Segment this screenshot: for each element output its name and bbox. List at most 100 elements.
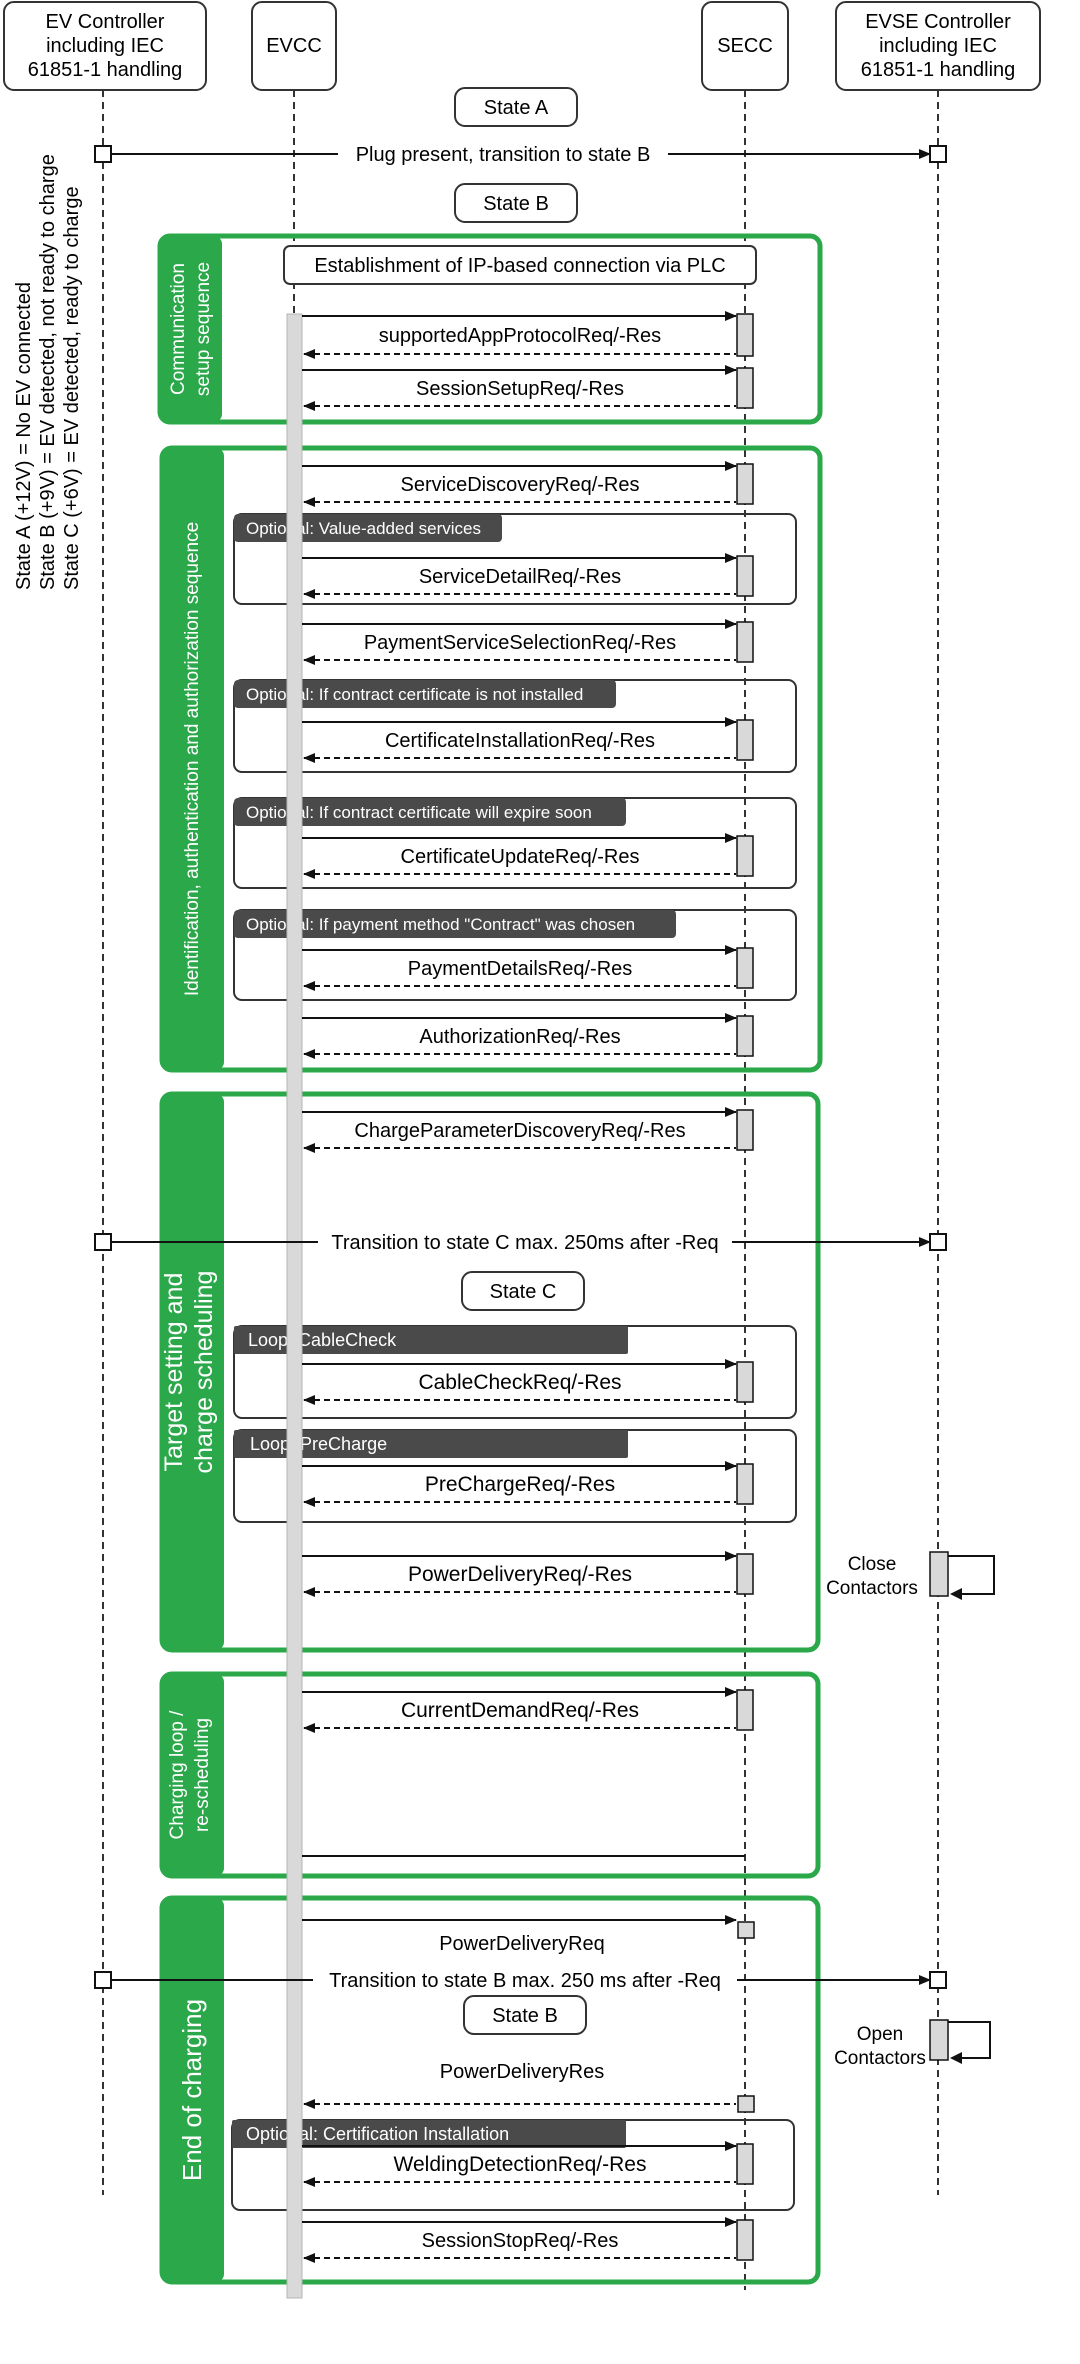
message-label: PaymentDetailsReq/-Res xyxy=(408,958,633,980)
message-label: PowerDeliveryReq xyxy=(439,1933,605,1955)
secc-activation xyxy=(736,313,754,357)
actor-secc-label: SECC xyxy=(717,35,773,57)
secc-activation xyxy=(736,555,754,597)
state-legend-b: State B (+9V) = EV detected, not ready t… xyxy=(37,154,59,590)
state-c-pill: State C xyxy=(461,1271,585,1311)
message-power-delivery: PowerDeliveryReq/-Res xyxy=(302,1551,754,1597)
evcc-activation-bar xyxy=(286,313,303,2299)
state-legend-c: State C (+6V) = EV detected, ready to ch… xyxy=(61,186,83,590)
state-legend-a: State A (+12V) = No EV connected xyxy=(13,282,35,590)
transition-to-state-b-label: Transition to state B max. 250 ms after … xyxy=(329,1970,721,1992)
message-service-discovery: ServiceDiscoveryReq/-Res xyxy=(302,461,754,507)
actor-evse-controller-line-1: EVSE Controller xyxy=(865,11,1011,33)
secc-activation xyxy=(736,463,754,505)
phase-communication: Communication setup sequence xyxy=(157,233,823,425)
phase-communication-label-2: setup sequence xyxy=(193,262,214,396)
secc-activation xyxy=(736,835,754,877)
state-c-label: State C xyxy=(490,1281,557,1303)
message-cert-update: CertificateUpdateReq/-Res xyxy=(302,833,754,879)
actor-evcc-label: EVCC xyxy=(266,35,322,57)
actor-evse-controller: EVSE Controller including IEC 61851-1 ha… xyxy=(835,1,1041,91)
frame-cert-not-installed: Optional: If contract certificate is not… xyxy=(233,679,797,773)
actor-secc: SECC xyxy=(701,1,789,91)
frame-cert-installation-label: Optional: Certification Installation xyxy=(246,2124,509,2144)
secc-activation xyxy=(737,1921,755,1939)
message-cert-install: CertificateInstallationReq/-Res xyxy=(302,717,754,763)
message-label: ChargeParameterDiscoveryReq/-Res xyxy=(354,1120,685,1142)
message-precharge: PreChargeReq/-Res xyxy=(302,1461,754,1507)
message-session-setup: SessionSetupReq/-Res xyxy=(302,365,754,411)
frame-payment-contract-label: Optional: If payment method "Contract" w… xyxy=(246,915,635,934)
frame-payment-contract: Optional: If payment method "Contract" w… xyxy=(233,909,797,1001)
secc-activation xyxy=(736,2143,754,2185)
message-supported-app: supportedAppProtocolReq/-Res xyxy=(302,311,754,359)
close-contactors-call: Close Contactors xyxy=(826,1551,995,1600)
frame-cert-expire-label: Optional: If contract certificate will e… xyxy=(246,803,592,822)
close-contactors-label-1: Close xyxy=(848,1554,897,1575)
close-contactors-label-2: Contactors xyxy=(826,1578,918,1599)
frame-loop-cablecheck: Loop: CableCheck xyxy=(233,1325,797,1419)
plc-connection-label: Establishment of IP-based connection via… xyxy=(314,255,725,277)
message-label: WeldingDetectionReq/-Res xyxy=(394,2153,647,2176)
message-label: PowerDeliveryRes xyxy=(440,2061,605,2083)
transition-to-state-b: Transition to state B max. 250 ms after … xyxy=(94,1966,947,1994)
open-contactors-label-2: Contactors xyxy=(834,2048,926,2069)
open-contactors-call: Open Contactors xyxy=(834,2019,991,2069)
message-charge-param: ChargeParameterDiscoveryReq/-Res xyxy=(302,1107,754,1153)
actor-ev-controller-line-2: including IEC xyxy=(46,35,164,57)
phase-charging-loop-label-1: Charging loop / xyxy=(167,1710,188,1840)
phase-target-label-1: Target setting and xyxy=(160,1273,188,1472)
message-service-detail: ServiceDetailReq/-Res xyxy=(302,553,754,599)
state-a-label: State A xyxy=(484,97,549,119)
message-label: supportedAppProtocolReq/-Res xyxy=(379,325,661,347)
transition-to-state-c: Transition to state C max. 250ms after -… xyxy=(94,1228,947,1256)
actor-evse-controller-line-2: including IEC xyxy=(879,35,997,57)
actor-ev-controller-line-1: EV Controller xyxy=(46,11,165,33)
state-b-second-label: State B xyxy=(492,2005,558,2027)
message-power-delivery-res: PowerDeliveryRes xyxy=(303,2061,755,2113)
secc-activation xyxy=(736,367,754,409)
frame-loop-precharge: Loop: PreCharge xyxy=(233,1429,797,1523)
state-legend: State A (+12V) = No EV connected State B… xyxy=(13,154,83,590)
message-authorization: AuthorizationReq/-Res xyxy=(302,1013,754,1059)
phase-communication-label-1: Communication xyxy=(168,263,189,395)
message-label: ServiceDiscoveryReq/-Res xyxy=(401,474,640,496)
message-session-stop: SessionStopReq/-Res xyxy=(302,2217,754,2263)
secc-activation xyxy=(736,621,754,663)
message-label: ServiceDetailReq/-Res xyxy=(419,566,621,588)
state-a-pill: State A xyxy=(454,87,578,127)
frame-loop-precharge-label: Loop: PreCharge xyxy=(250,1434,387,1454)
phase-end-of-charging: End of charging xyxy=(159,1895,821,2285)
phase-charging-loop-label-2: re-scheduling xyxy=(192,1718,213,1832)
secc-activation xyxy=(736,947,754,989)
phase-charging-loop: Charging loop / re-scheduling xyxy=(159,1671,821,1879)
frame-cert-expire: Optional: If contract certificate will e… xyxy=(233,797,797,889)
state-b-pill-second: State B xyxy=(463,1995,587,2035)
message-label: AuthorizationReq/-Res xyxy=(419,1026,620,1048)
frame-value-added-label: Optional: Value-added services xyxy=(246,519,481,538)
phase-identification-label: Identification, authentication and autho… xyxy=(182,522,203,996)
message-label: CableCheckReq/-Res xyxy=(418,1371,621,1394)
secc-activation xyxy=(736,2219,754,2261)
message-power-delivery-req: PowerDeliveryReq xyxy=(302,1915,755,1955)
frame-loop-cablecheck-label: Loop: CableCheck xyxy=(248,1330,397,1350)
secc-activation xyxy=(736,1361,754,1403)
message-payment-selection: PaymentServiceSelectionReq/-Res xyxy=(302,619,754,665)
frame-cert-not-installed-label: Optional: If contract certificate is not… xyxy=(246,685,583,704)
phase-target-label-2: charge scheduling xyxy=(190,1271,218,1474)
actor-ev-controller-line-3: 61851-1 handling xyxy=(28,59,183,81)
state-b-pill-first: State B xyxy=(454,183,578,223)
message-current-demand: CurrentDemandReq/-Res xyxy=(302,1687,754,1733)
frame-cert-installation: Optional: Certification Installation xyxy=(231,2119,795,2211)
messages-group: supportedAppProtocolReq/-ResSessionSetup… xyxy=(302,311,755,2263)
message-cable-check: CableCheckReq/-Res xyxy=(302,1359,754,1405)
message-label: SessionSetupReq/-Res xyxy=(416,378,624,400)
secc-activation xyxy=(736,1689,754,1731)
message-label: CurrentDemandReq/-Res xyxy=(401,1699,639,1722)
plc-connection-box: Establishment of IP-based connection via… xyxy=(283,245,757,285)
state-b-first-label: State B xyxy=(483,193,549,215)
message-label: CertificateUpdateReq/-Res xyxy=(401,846,640,868)
phase-target-setting: Target setting and charge scheduling xyxy=(159,1091,821,1653)
secc-activation xyxy=(736,1553,754,1595)
